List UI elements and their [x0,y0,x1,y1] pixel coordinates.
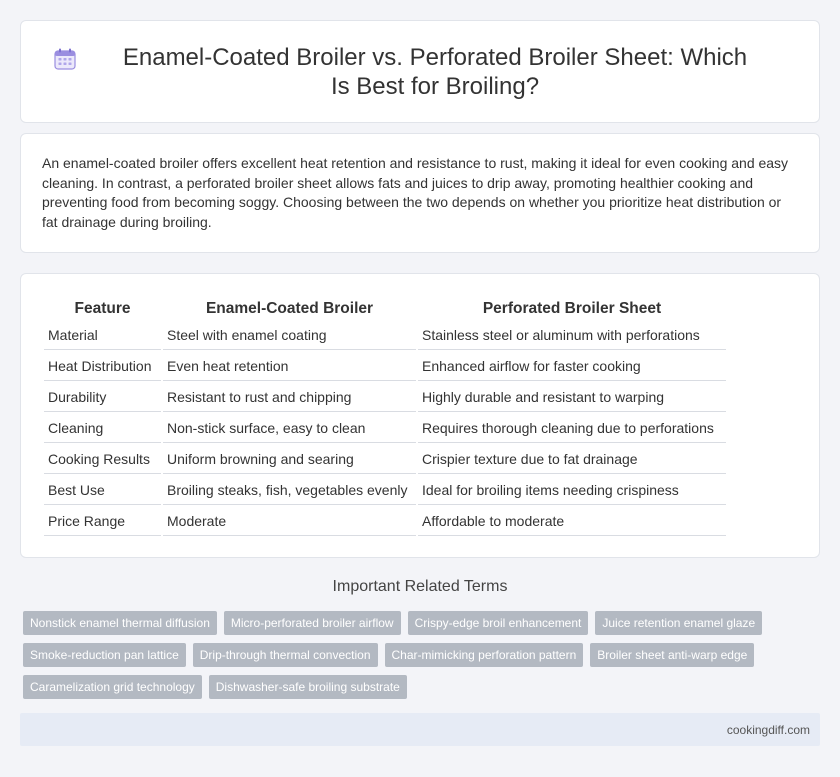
calendar-icon [54,48,76,70]
row-perforated: Requires thorough cleaning due to perfor… [418,414,726,443]
table-row: Cooking Results Uniform browning and sea… [44,445,726,474]
related-term-tag[interactable]: Nonstick enamel thermal diffusion [23,611,217,635]
row-enamel: Resistant to rust and chipping [163,383,416,412]
row-feature: Best Use [44,476,161,505]
row-enamel: Uniform browning and searing [163,445,416,474]
row-perforated: Enhanced airflow for faster cooking [418,352,726,381]
row-perforated: Highly durable and resistant to warping [418,383,726,412]
table-row: Heat Distribution Even heat retention En… [44,352,726,381]
row-feature: Cleaning [44,414,161,443]
row-enamel: Even heat retention [163,352,416,381]
table-row: Cleaning Non-stick surface, easy to clea… [44,414,726,443]
related-term-tag[interactable]: Dishwasher-safe broiling substrate [208,675,407,699]
related-term-tag[interactable]: Smoke-reduction pan lattice [23,643,186,667]
footer: cookingdiff.com [20,713,820,746]
table-header-row: Feature Enamel-Coated Broiler Perforated… [44,297,726,319]
comparison-card: Feature Enamel-Coated Broiler Perforated… [20,273,820,558]
row-enamel: Steel with enamel coating [163,321,416,350]
tag-row: Caramelization grid technology Dishwashe… [23,675,813,699]
table-row: Material Steel with enamel coating Stain… [44,321,726,350]
row-feature: Material [44,321,161,350]
related-term-tag[interactable]: Crispy-edge broil enhancement [407,611,589,635]
intro-paragraph: An enamel-coated broiler offers excellen… [42,155,789,230]
related-terms-title: Important Related Terms [332,578,508,595]
comparison-table: Feature Enamel-Coated Broiler Perforated… [42,295,728,538]
related-term-tag[interactable]: Drip-through thermal convection [192,643,378,667]
title-card: Enamel-Coated Broiler vs. Perforated Bro… [20,20,820,123]
intro-card: An enamel-coated broiler offers excellen… [20,133,820,253]
row-feature: Durability [44,383,161,412]
row-perforated: Crispier texture due to fat drainage [418,445,726,474]
header-feature: Feature [74,299,131,317]
row-feature: Cooking Results [44,445,161,474]
row-enamel: Non-stick surface, easy to clean [163,414,416,443]
tag-row: Smoke-reduction pan lattice Drip-through… [23,643,813,667]
related-term-tag[interactable]: Caramelization grid technology [23,675,202,699]
row-perforated: Affordable to moderate [418,507,726,536]
table-row: Best Use Broiling steaks, fish, vegetabl… [44,476,726,505]
row-enamel: Broiling steaks, fish, vegetables evenly [163,476,416,505]
related-term-tag[interactable]: Micro-perforated broiler airflow [223,611,401,635]
related-terms-tags: Nonstick enamel thermal diffusion Micro-… [23,611,813,707]
row-feature: Price Range [44,507,161,536]
row-perforated: Stainless steel or aluminum with perfora… [418,321,726,350]
related-term-tag[interactable]: Char-mimicking perforation pattern [384,643,584,667]
table-row: Price Range Moderate Affordable to moder… [44,507,726,536]
related-term-tag[interactable]: Broiler sheet anti-warp edge [590,643,755,667]
footer-site-link[interactable]: cookingdiff.com [726,723,810,737]
row-feature: Heat Distribution [44,352,161,381]
page-title: Enamel-Coated Broiler vs. Perforated Bro… [122,44,748,100]
header-perforated: Perforated Broiler Sheet [482,299,662,317]
related-term-tag[interactable]: Juice retention enamel glaze [595,611,763,635]
row-enamel: Moderate [163,507,416,536]
row-perforated: Ideal for broiling items needing crispin… [418,476,726,505]
tag-row: Nonstick enamel thermal diffusion Micro-… [23,611,813,635]
table-row: Durability Resistant to rust and chippin… [44,383,726,412]
header-enamel: Enamel-Coated Broiler [205,299,374,317]
